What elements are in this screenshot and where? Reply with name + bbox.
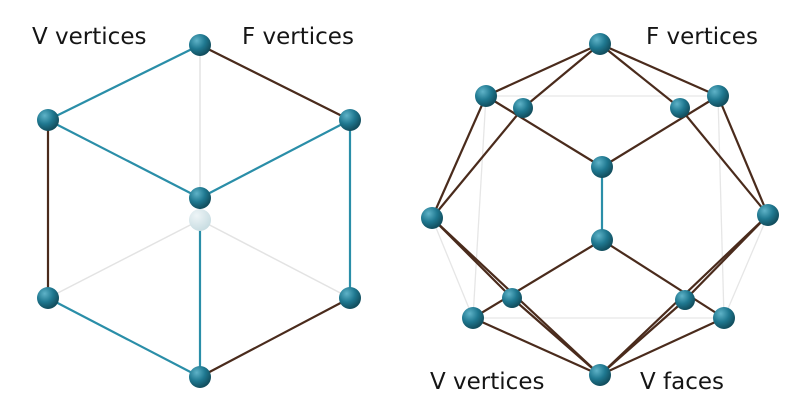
polyhedron-hidden-edge	[723, 214, 769, 319]
cube-hidden-edge	[47, 219, 201, 299]
cube-edge	[199, 44, 351, 121]
cube-vertex	[189, 366, 211, 388]
polyhedron-hidden-edge	[472, 95, 725, 319]
cube-edge	[47, 297, 201, 378]
cube-edge	[199, 297, 351, 378]
polyhedron-edge	[599, 299, 686, 376]
polyhedron-vertex	[591, 156, 613, 178]
polyhedron-edge	[511, 297, 601, 376]
polyhedron-hidden-edge	[431, 217, 474, 319]
polyhedron-brown-edges	[430, 42, 770, 377]
polyhedron-edge	[601, 95, 719, 168]
polyhedron-label-v-vertices: V vertices	[430, 369, 544, 395]
polyhedron-edge	[522, 43, 601, 109]
cube-edge	[47, 44, 201, 121]
cube-edge	[47, 119, 201, 199]
polyhedron-edge	[684, 214, 769, 301]
polyhedron-vertex	[462, 307, 484, 329]
cube-vertex	[37, 109, 59, 131]
cube-label-f-vertices: F vertices	[242, 24, 354, 50]
polyhedron-vertex	[421, 207, 443, 229]
polyhedron-diagram: F vertices V vertices V faces	[421, 24, 779, 395]
polyhedron-label-f-vertices: F vertices	[646, 24, 758, 50]
polyhedron-edge	[430, 95, 488, 219]
polyhedron-edge	[472, 239, 603, 319]
polyhedron-edge	[431, 217, 513, 299]
polyhedron-edge	[679, 107, 769, 216]
polyhedron-vertex	[513, 98, 533, 118]
cube-brown-edges	[46, 44, 351, 378]
polyhedron-vertices	[421, 33, 779, 386]
cube-vertices	[37, 34, 361, 388]
polyhedron-vertex	[757, 204, 779, 226]
cube-vertex	[37, 287, 59, 309]
polyhedron-edge	[485, 42, 601, 98]
polyhedron-edge	[485, 95, 603, 168]
polyhedron-vertex	[591, 229, 613, 251]
polyhedron-edge	[599, 317, 725, 376]
cube-vertex	[189, 187, 211, 209]
polyhedron-edge	[716, 95, 770, 216]
cube-vertex	[189, 34, 211, 56]
polyhedron-vertex	[589, 33, 611, 55]
polyhedron-vertex	[502, 288, 522, 308]
cube-hidden-edge	[199, 219, 351, 299]
polyhedron-edge	[601, 239, 725, 319]
polyhedron-vertex	[475, 85, 497, 107]
polyhedron-vertex	[707, 85, 729, 107]
cube-vertex	[339, 287, 361, 309]
polyhedron-vertex	[670, 98, 690, 118]
polyhedron-label-v-faces: V faces	[640, 369, 724, 395]
polyhedron-edge	[599, 42, 719, 98]
polyhedron-hidden-edges	[431, 95, 769, 319]
cube-label-v-vertices: V vertices	[32, 24, 146, 50]
polyhedron-edge	[472, 316, 601, 377]
polyhedron-vertex	[589, 364, 611, 386]
polyhedron-vertex	[675, 290, 695, 310]
polyhedron-edge	[599, 43, 681, 109]
cube-vertex	[339, 109, 361, 131]
cube-vertex-hidden	[189, 209, 211, 231]
cube-diagram: V vertices F vertices	[32, 24, 361, 388]
polyhedron-edge	[431, 107, 524, 219]
cube-teal-edges	[47, 44, 352, 378]
cube-edge	[199, 119, 351, 199]
polyhedron-vertex	[713, 307, 735, 329]
